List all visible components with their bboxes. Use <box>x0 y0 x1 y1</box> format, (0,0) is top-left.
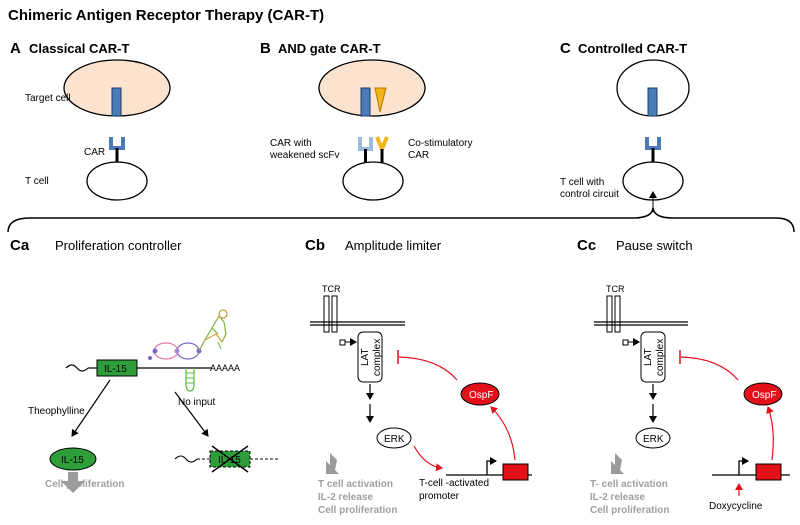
ospf-gene-c <box>755 463 782 481</box>
cb-output-1: T cell activation <box>318 479 393 490</box>
polya-tail: AAAAA <box>210 363 240 373</box>
promoter-arrow-b <box>486 457 497 475</box>
tcr-chain-1c <box>606 295 613 333</box>
car-receptor <box>109 137 125 150</box>
target-cell-b <box>318 59 426 117</box>
panel-cc: Cc Pause switch TCR LAT complex OspF ERK… <box>577 237 790 516</box>
weak-car-receptor <box>358 137 373 151</box>
erk-b <box>376 427 412 449</box>
panel-cb-letter: Cb <box>305 237 325 254</box>
proliferation-grey-arrow <box>61 472 85 493</box>
panel-cc-letter: Cc <box>577 237 596 254</box>
riboswitch-aptamer <box>148 309 228 392</box>
no-input-label: No input <box>178 397 215 408</box>
car-label: CAR <box>84 147 105 158</box>
panel-a-letter: A <box>10 40 21 57</box>
lat-label-2c: complex <box>655 339 666 376</box>
panel-ca-letter: Ca <box>10 237 30 254</box>
panel-cb-title: Amplitude limiter <box>345 238 442 253</box>
mrna-5prime <box>65 364 89 372</box>
costim-antigen <box>374 87 387 113</box>
lat-label-1c: LAT <box>643 348 654 366</box>
cb-output-3: Cell proliferation <box>318 505 397 516</box>
output-grey-arrow-b <box>326 453 339 474</box>
tcr-label-b: TCR <box>322 284 341 294</box>
panel-cb: Cb Amplitude limiter TCR LAT complex Osp… <box>305 237 532 516</box>
target-cell-label: Target cell <box>25 93 71 104</box>
lat-complex-c <box>640 331 666 383</box>
il15-protein <box>49 447 97 471</box>
promoter-arrow-c <box>738 457 749 475</box>
arrow-theophylline <box>71 379 111 437</box>
panel-a: A Classical CAR-T Target cell CAR T cell <box>10 40 171 201</box>
costim-car-receptor <box>375 136 389 155</box>
tcr-label-c: TCR <box>606 284 625 294</box>
car-receptor-c <box>645 137 661 150</box>
antigen-c <box>647 87 658 117</box>
degraded-mrna <box>174 445 278 473</box>
costim-label-1: Co-stimulatory <box>408 138 472 149</box>
t-cell-c-label-2: control circuit <box>560 189 619 200</box>
t-cell-b <box>342 161 404 201</box>
promoter-label-1b: T-cell -activated <box>419 478 489 489</box>
panel-ca: Ca Proliferation controller IL-15 <box>10 237 278 493</box>
cc-output-1: T- cell activation <box>590 479 668 490</box>
il15-gene-label: IL-15 <box>104 364 127 375</box>
panel-b: B AND gate CAR-T CAR with weakened scFv … <box>260 40 472 201</box>
ospf-label-b: OspF <box>469 390 493 401</box>
panel-c-letter: C <box>560 40 571 57</box>
panel-c-title: Controlled CAR-T <box>578 41 687 56</box>
ospf-c <box>743 382 783 406</box>
erk-label-c: ERK <box>643 434 664 445</box>
degraded-il15-label: IL-15 <box>218 455 241 466</box>
cc-output-3: Cell proliferation <box>590 505 669 516</box>
il15-protein-label: IL-15 <box>61 455 84 466</box>
erk-label-b: ERK <box>384 434 405 445</box>
expansion-brace <box>7 207 795 233</box>
panel-b-letter: B <box>260 40 271 57</box>
lat-complex-b <box>357 331 383 383</box>
erk-to-promoter-b <box>413 445 443 472</box>
tcr-chain-2c <box>614 295 621 333</box>
erk-c <box>635 427 671 449</box>
cc-output-2: IL-2 release <box>590 492 645 503</box>
main-title: Chimeric Antigen Receptor Therapy (CAR-T… <box>8 7 324 24</box>
costim-label-2: CAR <box>408 150 429 161</box>
tcr-chain-2b <box>331 295 338 333</box>
weak-car-label-2: weakened scFv <box>269 150 339 161</box>
ca-output-label: Cell proliferation <box>45 479 124 490</box>
ospf-gene-b <box>502 463 529 481</box>
tcr-chain-1b <box>323 295 330 333</box>
theophylline-label: Theophylline <box>28 406 85 417</box>
gene-to-ospf-b <box>490 406 516 461</box>
zeta-box-b <box>339 339 346 346</box>
panel-ca-title: Proliferation controller <box>55 238 182 253</box>
lat-label-1b: LAT <box>360 348 371 366</box>
ospf-b <box>460 382 500 406</box>
antigen-b <box>360 87 371 117</box>
promoter-label-2b: promoter <box>419 491 460 502</box>
t-cell-c-label-1: T cell with <box>560 177 604 188</box>
t-cell <box>86 161 148 201</box>
lat-label-2b: complex <box>372 339 383 376</box>
gene-to-ospf-c <box>766 406 774 461</box>
antigen <box>111 87 122 117</box>
output-grey-arrow-c <box>611 453 624 474</box>
panel-a-title: Classical CAR-T <box>29 41 129 56</box>
cb-output-2: IL-2 release <box>318 492 373 503</box>
panel-cc-title: Pause switch <box>616 238 693 253</box>
ospf-label-c: OspF <box>752 390 776 401</box>
panel-c: C Controlled CAR-T T cell with control c… <box>560 40 690 212</box>
ospf-inhibition-c <box>680 356 739 381</box>
arrow-no-input <box>174 391 209 437</box>
ospf-inhibition-b <box>398 356 458 381</box>
panel-b-title: AND gate CAR-T <box>278 41 381 56</box>
zeta-box-c <box>622 339 629 346</box>
t-cell-label: T cell <box>25 176 49 187</box>
doxycycline-label: Doxycycline <box>709 501 763 512</box>
weak-car-label-1: CAR with <box>270 138 312 149</box>
